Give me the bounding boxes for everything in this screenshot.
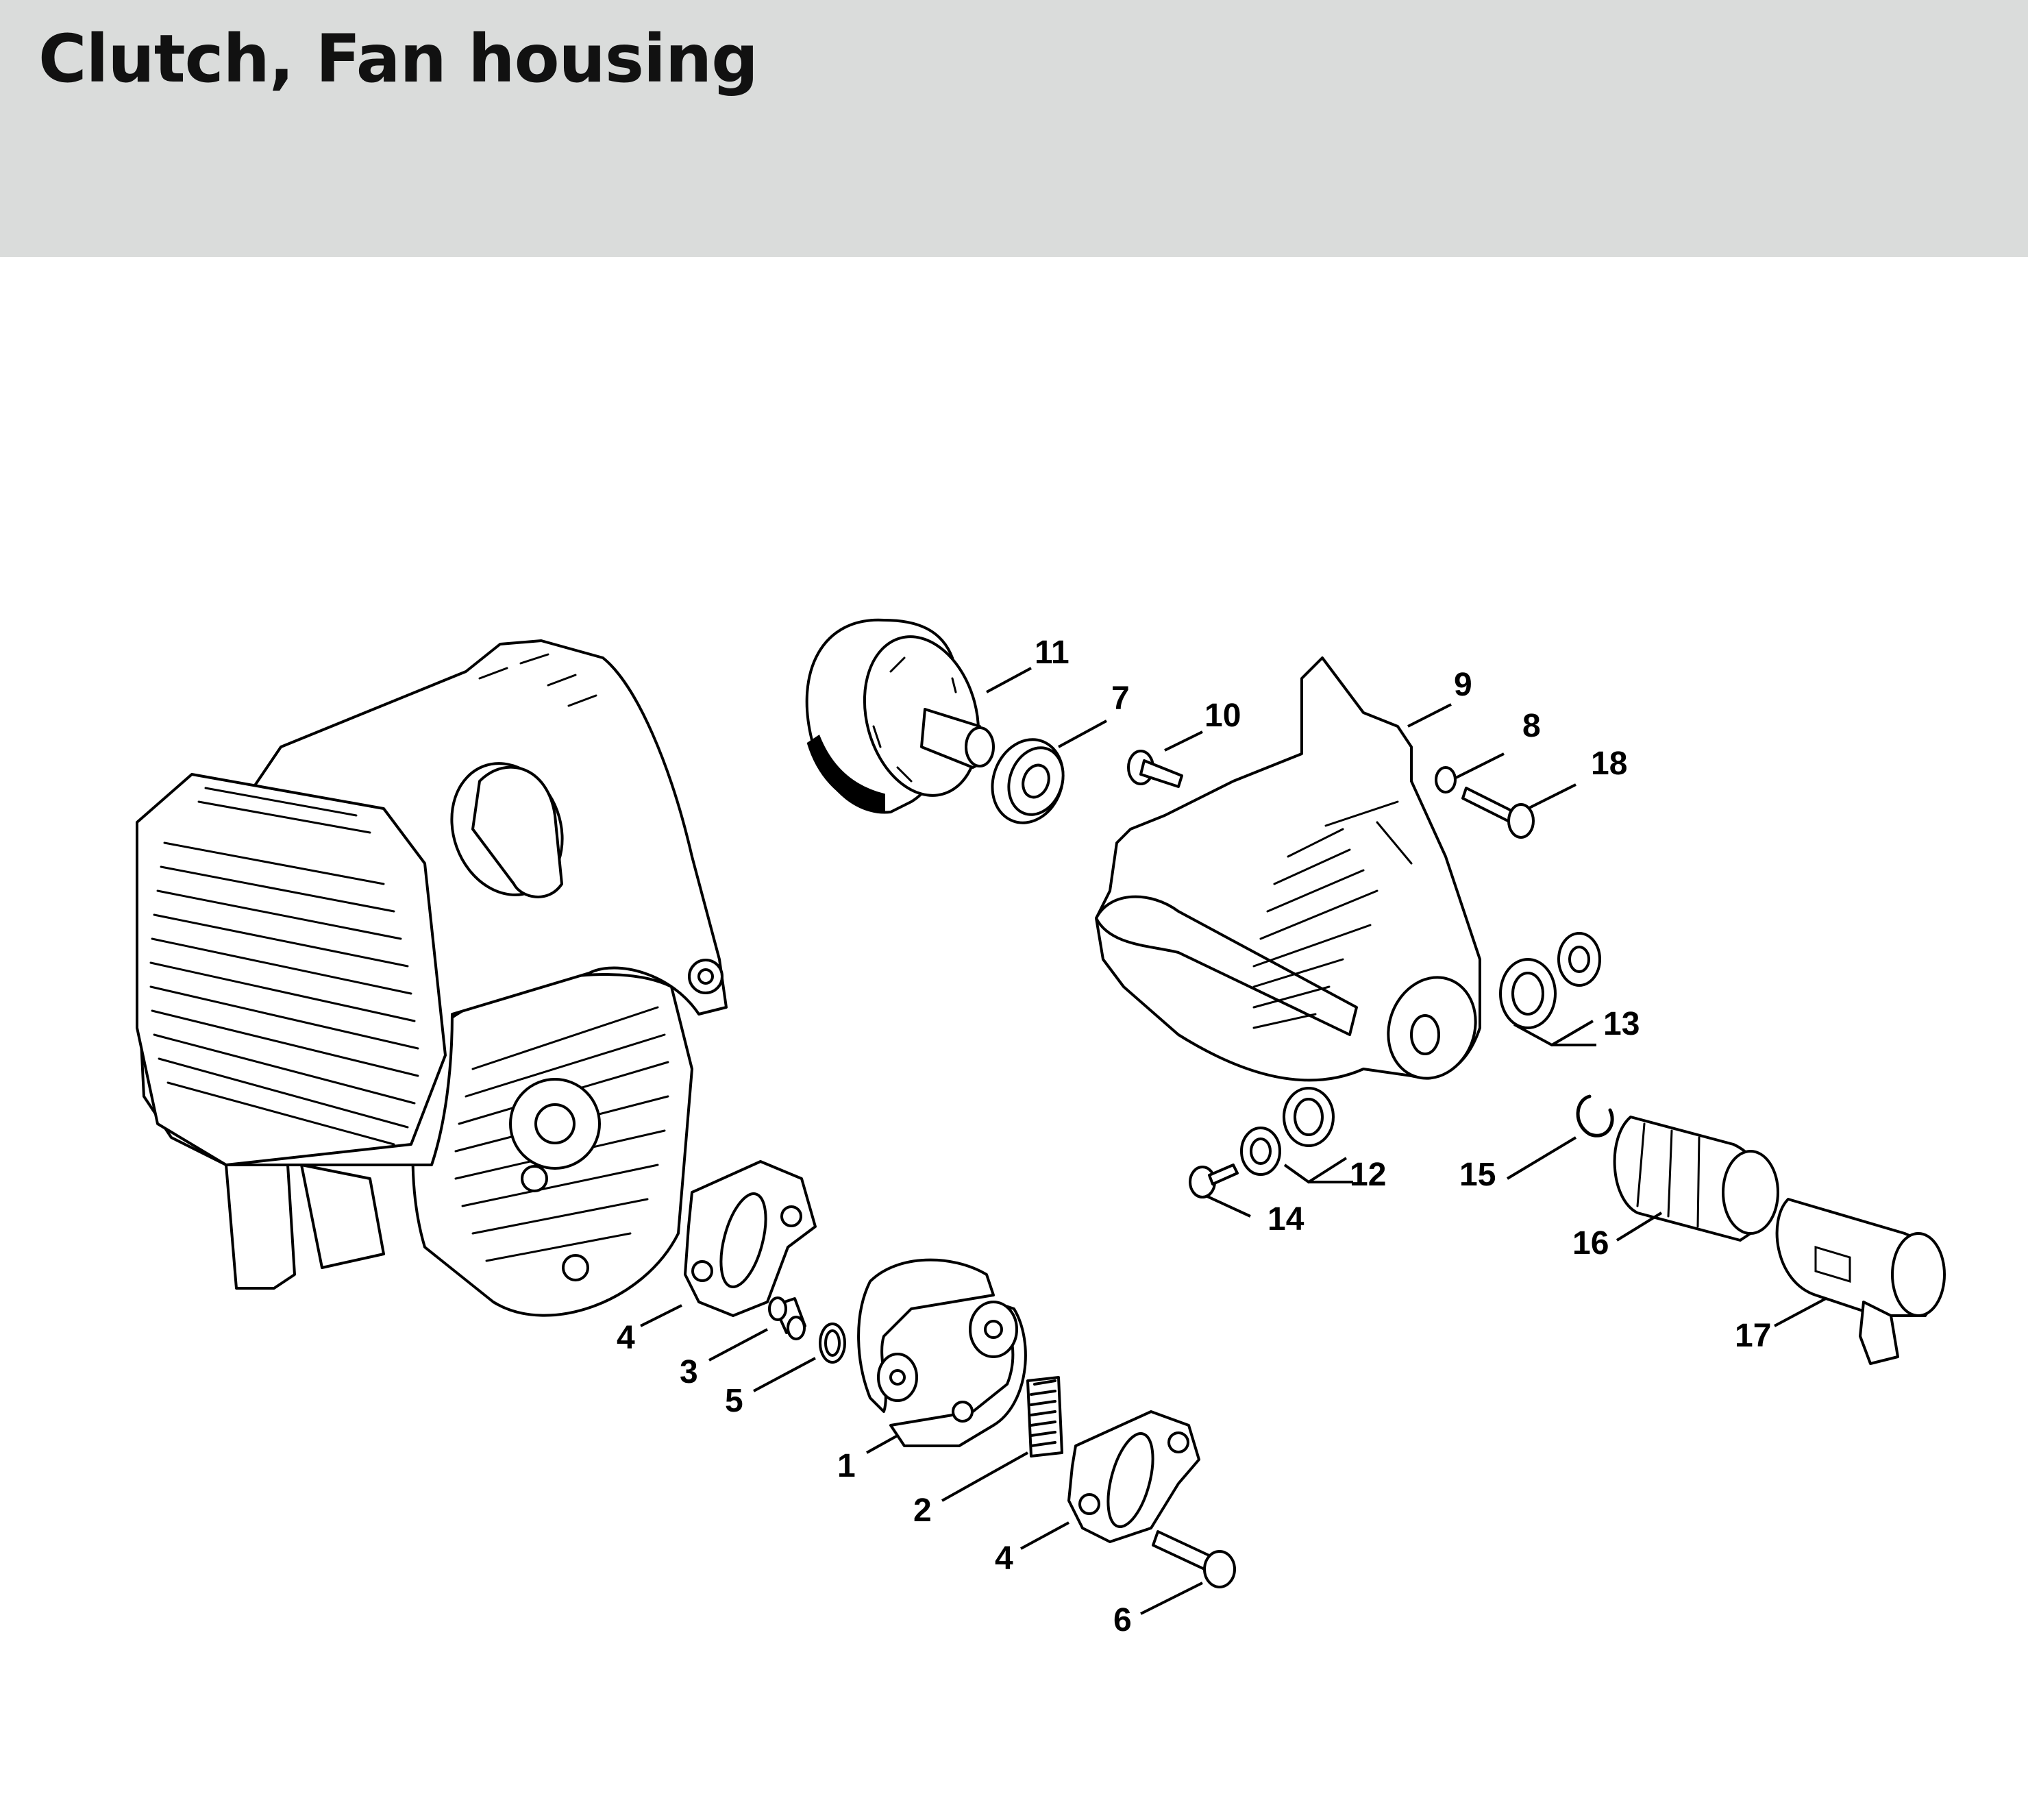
part-4-carrier-plate-lower [1067, 1410, 1200, 1543]
header-band: Clutch, Fan housing [0, 0, 2028, 257]
part-2-spring [1026, 1376, 1063, 1458]
part-9-washer [1435, 766, 1457, 794]
callout-11: 11 [1035, 635, 1069, 671]
part-5-washer [819, 1323, 846, 1364]
callout-9: 8 [1522, 708, 1541, 744]
callout-10: 10 [1204, 698, 1241, 734]
callout-8: 7 [1111, 680, 1130, 717]
callout-4-lower: 4 [995, 1540, 1013, 1577]
callout-1: 1 [837, 1448, 856, 1484]
part-12-sleeves [1240, 1087, 1335, 1176]
callout-4-upper: 4 [617, 1320, 635, 1356]
part-7-fan-housing [1095, 656, 1481, 1082]
part-3-sleeve [768, 1296, 806, 1340]
callout-17: 17 [1735, 1318, 1771, 1354]
part-10-screw [1127, 750, 1183, 788]
callout-5: 5 [725, 1383, 743, 1419]
callout-14: 14 [1268, 1201, 1304, 1238]
part-18-screw [1461, 787, 1535, 839]
callout-16: 16 [1572, 1225, 1609, 1262]
part-8-ball-bearing [991, 738, 1065, 824]
part-17-clamp [1775, 1198, 1946, 1365]
part-11-clutch-drum [805, 618, 995, 814]
callout-numbers: 11 7 10 9 8 18 13 12 14 15 16 17 4 3 5 1… [617, 635, 1771, 1638]
callout-13: 13 [1603, 1006, 1640, 1042]
part-13-sleeves [1499, 932, 1601, 1029]
part-6-screw [1152, 1530, 1236, 1588]
part-4-carrier-plate-upper [684, 1160, 817, 1317]
page-title: Clutch, Fan housing [38, 21, 758, 97]
callout-2: 2 [913, 1492, 932, 1529]
part-1-clutch-shoes [857, 1258, 1027, 1447]
engine-housing [136, 639, 728, 1317]
callout-3: 3 [680, 1354, 698, 1390]
part-16-bushing [1613, 1116, 1779, 1242]
leader-lines [640, 667, 1827, 1615]
part-15-circlip [1576, 1094, 1614, 1138]
part-14-screw [1189, 1164, 1239, 1198]
callout-12: 12 [1350, 1157, 1386, 1193]
callout-7: 9 [1454, 667, 1472, 703]
callout-18: 18 [1591, 746, 1627, 782]
callout-6: 6 [1113, 1602, 1132, 1638]
callout-15: 15 [1459, 1157, 1496, 1193]
